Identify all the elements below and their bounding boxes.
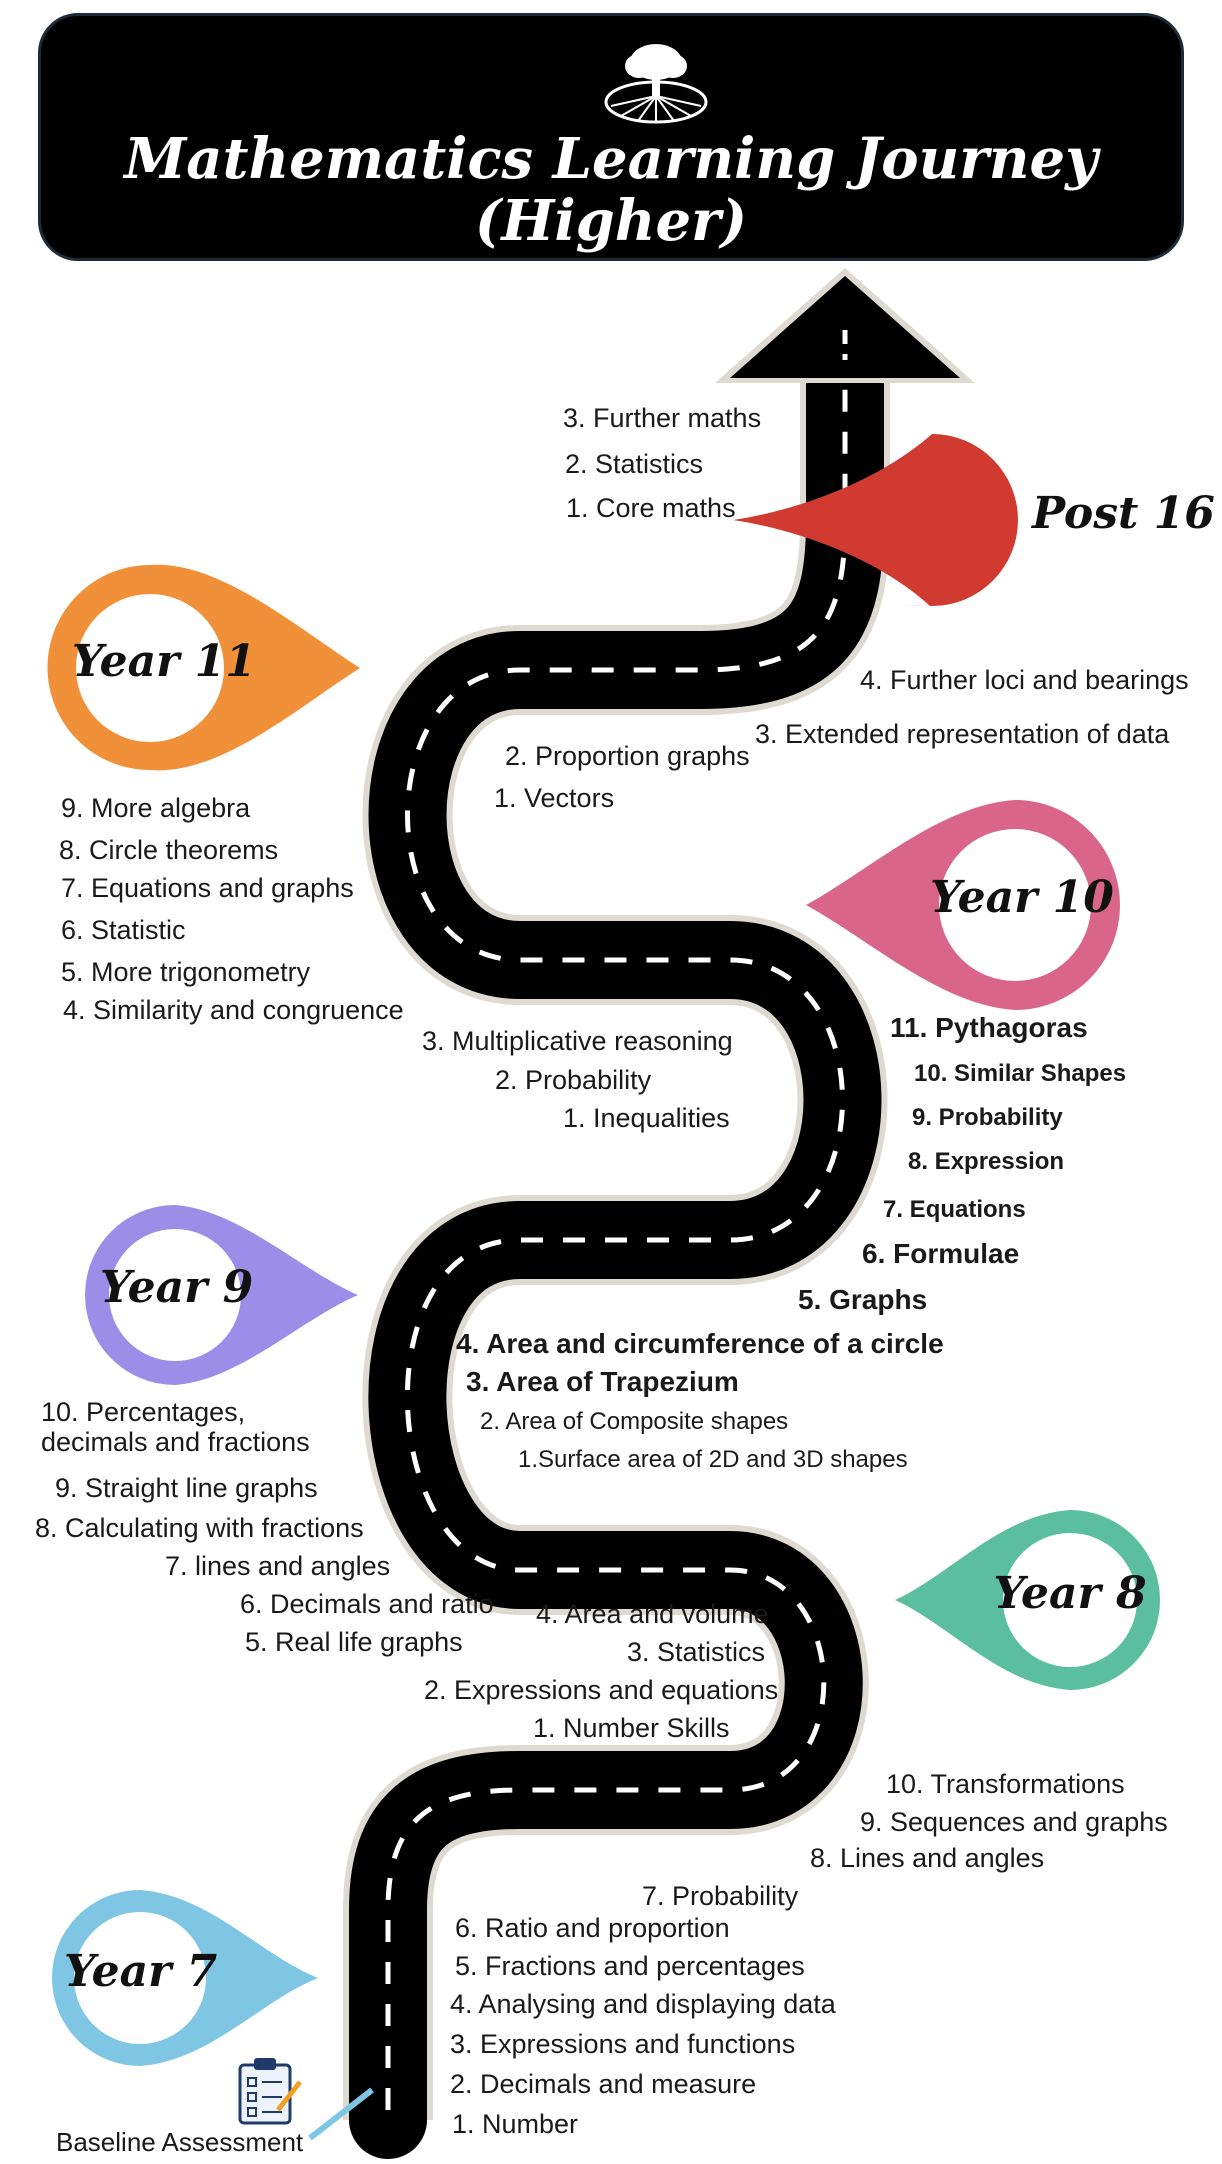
topic-year9: 4. Area and circumference of a circle bbox=[456, 1328, 944, 1359]
topic-year7: 5. Fractions and percentages bbox=[455, 1951, 805, 1981]
topic-post16: 1. Core maths bbox=[566, 493, 736, 523]
topic-year11: 8. Circle theorems bbox=[59, 835, 279, 865]
topic-year10: 8. Expression bbox=[908, 1148, 1065, 1175]
topic-year9: 10. Percentages, bbox=[41, 1397, 246, 1427]
topic-year9: 3. Area of Trapezium bbox=[466, 1366, 739, 1397]
topic-year11: 9. More algebra bbox=[61, 793, 251, 823]
stage-post16: Post 16 bbox=[1032, 488, 1215, 539]
topic-year11: 1. Vectors bbox=[494, 783, 615, 813]
topic-year10: 11. Pythagoras bbox=[890, 1012, 1088, 1043]
topic-year8: 9. Sequences and graphs bbox=[860, 1807, 1168, 1837]
topic-year10: 10. Similar Shapes bbox=[914, 1060, 1127, 1087]
pin-year8 bbox=[895, 1510, 1160, 1690]
topic-year7: 6. Ratio and proportion bbox=[455, 1913, 730, 1943]
checklist-clipboard-icon bbox=[238, 2058, 302, 2125]
stage-year8: Year 8 bbox=[993, 1568, 1147, 1619]
stage-year7: Year 7 bbox=[64, 1946, 218, 1997]
topic-year9: 2. Area of Composite shapes bbox=[480, 1408, 789, 1435]
page-title: Mathematics Learning Journey bbox=[124, 126, 1098, 192]
topic-year9: 7. lines and angles bbox=[165, 1551, 391, 1581]
road-dashes bbox=[385, 330, 848, 2110]
stage-year9: Year 9 bbox=[100, 1262, 254, 1313]
topic-year7: 1. Number bbox=[452, 2109, 579, 2139]
pin-post16 bbox=[733, 434, 1178, 606]
topic-year11: 2. Proportion graphs bbox=[505, 741, 750, 771]
pin-year11 bbox=[47, 564, 360, 771]
pin-year7 bbox=[52, 1890, 318, 2066]
topic-year8: 2. Expressions and equations bbox=[424, 1675, 779, 1705]
topic-year10: 5. Graphs bbox=[798, 1284, 928, 1315]
topic-year11: 5. More trigonometry bbox=[61, 957, 311, 987]
topic-year9: 6. Decimals and ratio bbox=[240, 1589, 494, 1619]
topic-year9: 1.Surface area of 2D and 3D shapes bbox=[518, 1446, 908, 1473]
topic-year10: 6. Formulae bbox=[862, 1238, 1020, 1269]
title-banner: Mathematics Learning Journey (Higher) bbox=[38, 13, 1184, 261]
pin-year9 bbox=[85, 1205, 358, 1385]
topic-year9: decimals and fractions bbox=[41, 1427, 310, 1457]
topic-year8: 10. Transformations bbox=[886, 1769, 1125, 1799]
topic-year7: 2. Decimals and measure bbox=[450, 2069, 757, 2099]
topic-year10: 2. Probability bbox=[495, 1065, 652, 1095]
topic-post16: 2. Statistics bbox=[565, 449, 704, 479]
topic-year11: 4. Similarity and congruence bbox=[63, 995, 404, 1025]
road-surface bbox=[349, 331, 884, 2159]
topic-year9: 9. Straight line graphs bbox=[55, 1473, 318, 1503]
topic-year11: 6. Statistic bbox=[61, 915, 186, 945]
road-arrowhead bbox=[730, 276, 960, 378]
tree-logo-icon bbox=[604, 44, 708, 124]
topic-year10: 7. Equations bbox=[883, 1196, 1026, 1223]
topic-year10: 1. Inequalities bbox=[563, 1103, 730, 1133]
page-subtitle: (Higher) bbox=[474, 188, 748, 254]
topic-year9: 5. Real life graphs bbox=[245, 1627, 463, 1657]
topic-year11: 4. Further loci and bearings bbox=[860, 665, 1189, 695]
stage-year10: Year 10 bbox=[930, 872, 1114, 923]
topic-year8: 4. Area and volume bbox=[536, 1599, 769, 1629]
topic-year7: 7. Probability bbox=[642, 1881, 799, 1911]
pin-year10 bbox=[806, 800, 1120, 1010]
topic-year8: 8. Lines and angles bbox=[810, 1843, 1045, 1873]
baseline-connector bbox=[308, 2087, 374, 2141]
topic-year8: 3. Statistics bbox=[627, 1637, 766, 1667]
topic-year10: 3. Multiplicative reasoning bbox=[422, 1026, 733, 1056]
topic-year10: 9. Probability bbox=[912, 1104, 1063, 1131]
topic-year7: 4. Analysing and displaying data bbox=[450, 1989, 836, 2019]
topic-year11: 3. Extended representation of data bbox=[755, 719, 1170, 749]
topic-year11: 7. Equations and graphs bbox=[61, 873, 354, 903]
topic-year7: 3. Expressions and functions bbox=[450, 2029, 796, 2059]
baseline-assessment-label: Baseline Assessment bbox=[56, 2127, 304, 2157]
topic-post16: 3. Further maths bbox=[563, 403, 762, 433]
topic-year8: 1. Number Skills bbox=[533, 1713, 730, 1743]
stage-year11: Year 11 bbox=[72, 636, 256, 687]
topic-year9: 8. Calculating with fractions bbox=[35, 1513, 364, 1543]
